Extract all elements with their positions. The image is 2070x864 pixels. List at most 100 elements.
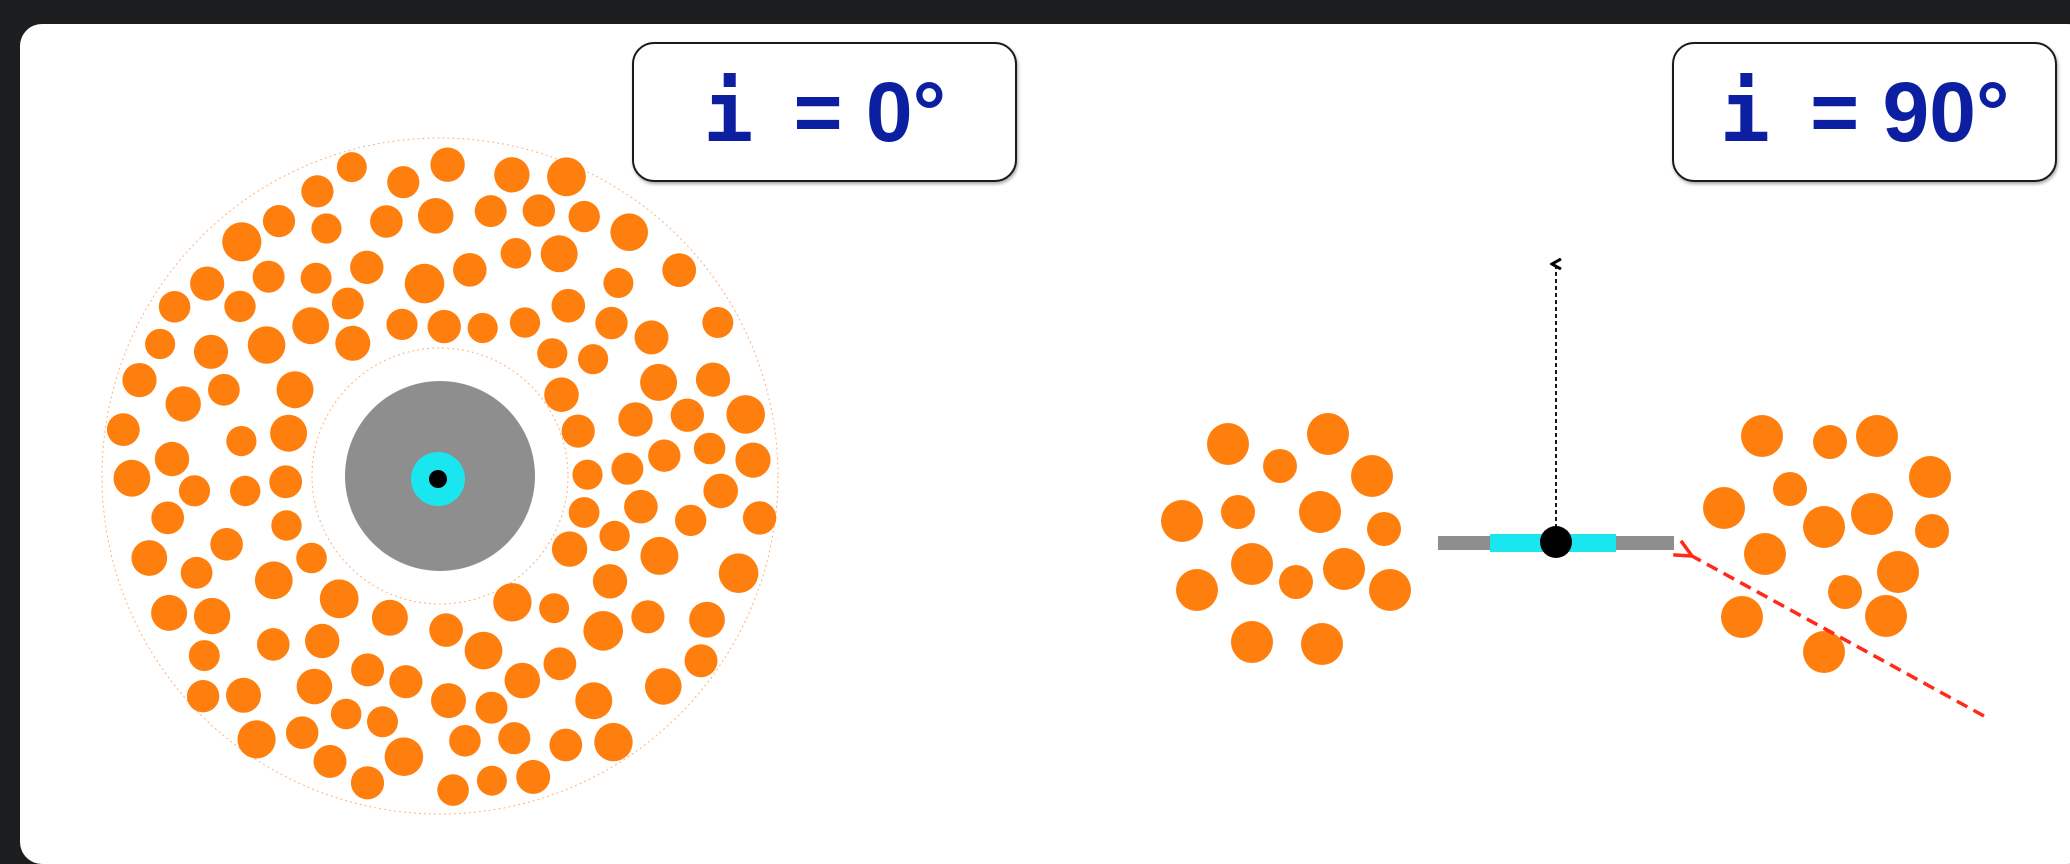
dust-clump: [640, 363, 678, 401]
dust-clump: [689, 601, 725, 638]
clumps-edge-on: [1161, 413, 1951, 673]
black-hole-dot: [429, 470, 447, 488]
dust-clump: [106, 413, 140, 446]
dust-clump: [610, 213, 648, 251]
dust-clump: [1323, 548, 1365, 590]
dust-clump: [190, 266, 225, 301]
torus-outer-boundary: [101, 137, 779, 815]
dust-clump: [154, 441, 190, 477]
dust-clump: [583, 611, 623, 651]
dust-clump: [122, 363, 157, 398]
dust-clump: [331, 287, 364, 320]
dust-clump: [1803, 506, 1845, 548]
dust-clump: [1231, 543, 1273, 585]
dust-clump: [145, 328, 176, 360]
dust-clump: [726, 395, 765, 434]
dust-clump: [427, 309, 461, 344]
dust-clump: [301, 175, 334, 208]
diagram-canvas: i = 0° i = 90°: [20, 24, 2070, 864]
dust-clump: [384, 737, 424, 776]
dust-clump: [151, 594, 188, 631]
dust-clump: [1161, 500, 1203, 542]
dust-clump: [151, 501, 185, 535]
dust-clump: [1744, 533, 1786, 575]
dust-clump: [1351, 455, 1393, 497]
dust-clump: [703, 473, 738, 509]
dust-clump: [1773, 472, 1807, 506]
dust-clump: [1877, 551, 1919, 593]
dust-clump: [498, 722, 531, 755]
dust-clump: [313, 744, 347, 778]
dust-clump: [429, 613, 463, 647]
dust-clump: [188, 640, 220, 672]
dust-clump: [464, 631, 503, 670]
dust-clump: [222, 222, 262, 262]
dust-clump: [1367, 512, 1401, 546]
dust-clump: [718, 553, 759, 593]
dust-clump: [300, 262, 332, 294]
dust-clump: [210, 528, 243, 561]
dust-clump: [430, 147, 465, 182]
dust-clump: [371, 599, 408, 636]
dust-clump: [599, 520, 630, 552]
dust-clump: [276, 371, 314, 409]
dust-clump: [431, 683, 466, 719]
dust-clump: [624, 489, 658, 524]
line-of-sight-arrow: [1692, 556, 1985, 718]
dust-clump: [611, 452, 644, 485]
dust-clump: [453, 253, 487, 287]
dust-clump: [544, 377, 579, 413]
dust-clump: [594, 722, 633, 762]
dust-clump: [549, 728, 583, 762]
dust-clump: [226, 677, 261, 713]
dust-clump: [568, 497, 600, 528]
dust-clump: [449, 725, 481, 757]
dust-clump: [684, 644, 718, 678]
dust-clump: [350, 766, 385, 800]
dust-clump: [230, 475, 261, 507]
dust-clump: [1263, 449, 1297, 483]
dust-clump: [226, 426, 257, 457]
inclination-label-90: i = 90°: [1672, 42, 2057, 182]
dust-clump: [675, 504, 707, 537]
dust-clump: [476, 765, 507, 796]
dust-clump: [592, 564, 628, 599]
dust-clump: [296, 668, 333, 705]
dust-clump: [1207, 423, 1249, 465]
dust-clump: [305, 623, 340, 659]
dust-clump: [595, 306, 628, 340]
dust-clump: [269, 465, 303, 499]
dust-clump: [547, 157, 586, 197]
dust-clump: [224, 290, 256, 323]
dust-clump: [237, 720, 276, 759]
inclination-label-0: i = 0°: [632, 42, 1017, 182]
dust-clump: [500, 238, 532, 269]
dust-clump: [551, 531, 588, 567]
dust-clump: [504, 662, 541, 699]
dust-clump: [1741, 415, 1783, 457]
dust-clump: [350, 250, 384, 284]
dust-clump: [1828, 575, 1862, 609]
inclination-symbol: i: [702, 63, 754, 161]
inclination-symbol: i: [1719, 63, 1771, 161]
dust-clump: [252, 260, 285, 293]
dust-clump: [645, 668, 682, 705]
dust-clump: [113, 459, 151, 497]
dust-clump: [735, 442, 771, 478]
dust-clump: [572, 459, 603, 490]
dust-clump: [389, 665, 423, 699]
dust-clump: [1221, 495, 1255, 529]
dust-clump: [578, 344, 609, 375]
dust-clump: [351, 653, 385, 687]
dust-clump: [1915, 514, 1949, 548]
dust-clump: [165, 386, 201, 422]
dust-clump: [648, 439, 681, 472]
dust-clump: [634, 320, 669, 355]
black-hole-dot-edge: [1540, 526, 1572, 558]
dust-clump: [695, 362, 731, 397]
dust-clump: [1369, 569, 1411, 611]
dust-clump: [285, 716, 319, 749]
dust-clump: [1307, 413, 1349, 455]
dust-clump: [296, 542, 327, 574]
dust-clump: [319, 579, 359, 619]
